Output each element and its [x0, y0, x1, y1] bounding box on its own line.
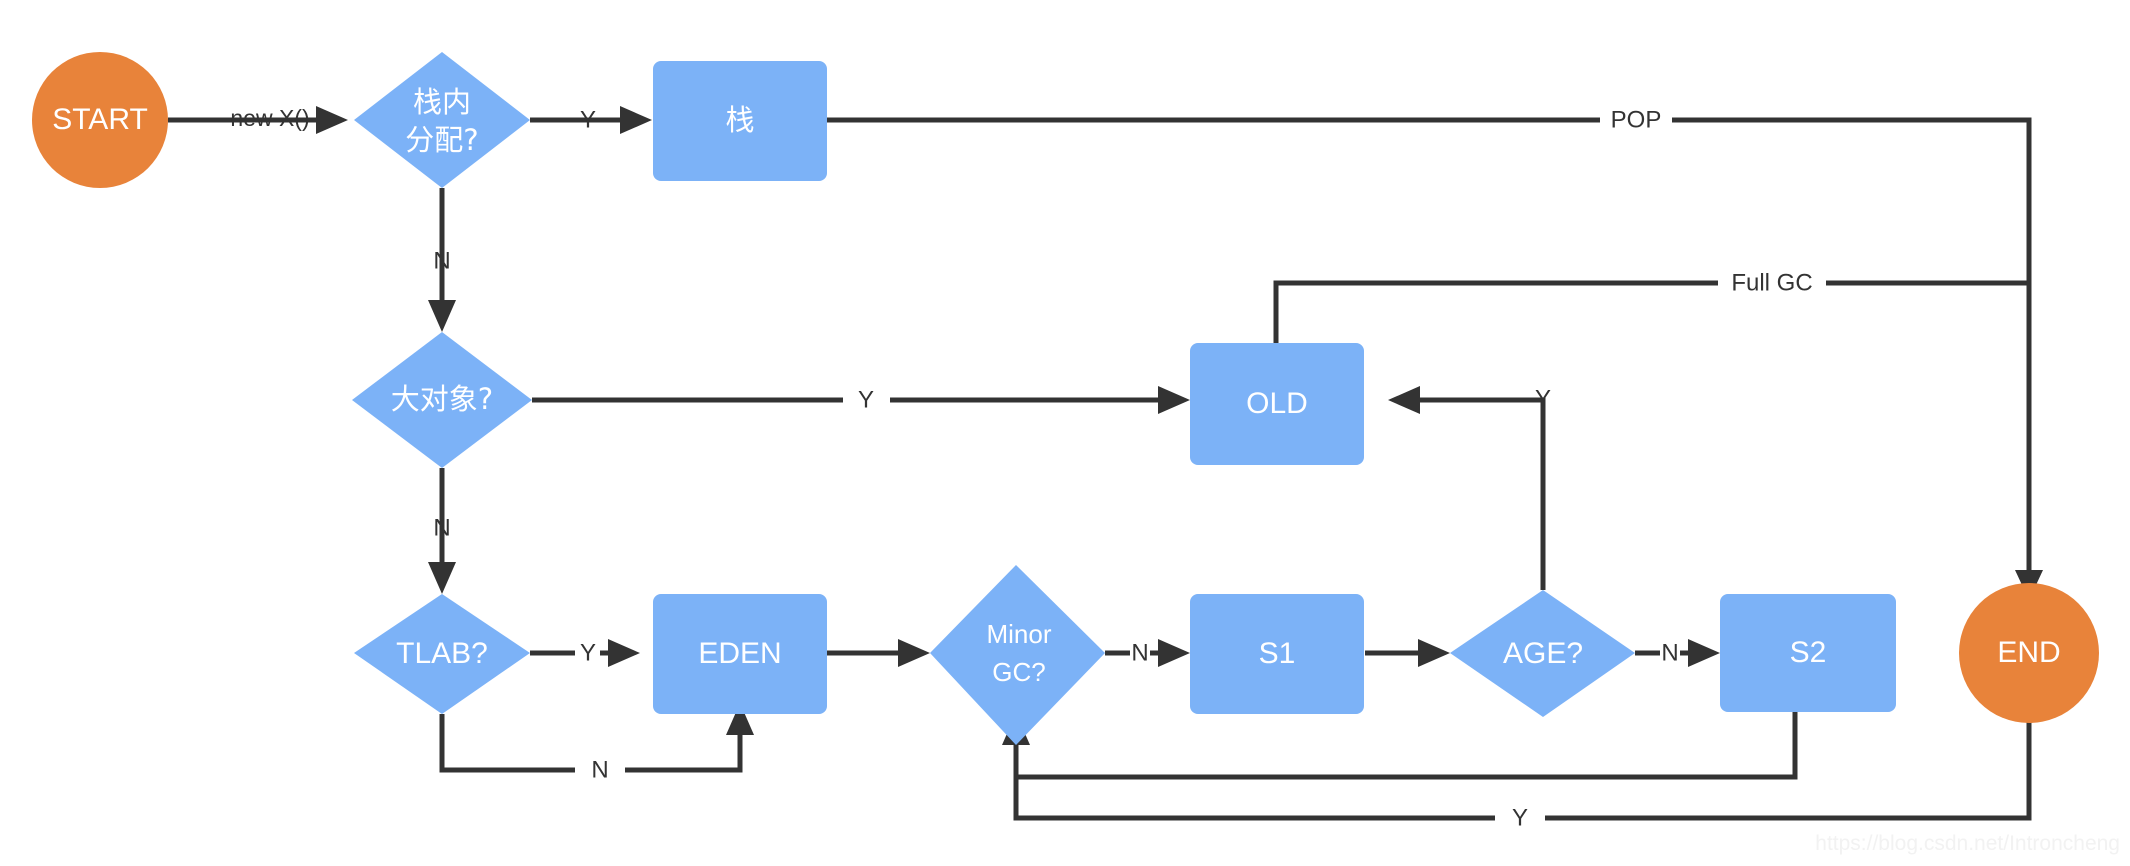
- node-age-label: AGE?: [1503, 637, 1583, 670]
- node-start-label: START: [52, 103, 148, 136]
- node-stack[interactable]: 栈: [653, 61, 827, 181]
- node-eden-label: EDEN: [698, 637, 781, 670]
- node-s1-label: S1: [1259, 637, 1296, 670]
- node-big-object-decision[interactable]: 大对象?: [352, 332, 532, 468]
- edge-start-to-stack-alloc: [168, 106, 348, 134]
- watermark-text: https://blog.csdn.net/Introncheng: [1815, 832, 2120, 855]
- node-tlab-label: TLAB?: [396, 637, 488, 670]
- node-start[interactable]: START: [32, 52, 168, 188]
- edge-big-object-yes: [532, 386, 1190, 414]
- edge-label-minor-gc-no: N: [1131, 639, 1148, 666]
- node-end[interactable]: END: [1959, 583, 2099, 723]
- edge-tlab-yes: [530, 639, 640, 667]
- edge-stack-to-end: [827, 117, 2043, 600]
- node-old-label: OLD: [1246, 387, 1308, 420]
- edge-label-minor-gc-yes: Y: [1512, 804, 1528, 831]
- node-stack-alloc-label-line1: 栈内: [413, 85, 471, 119]
- edge-age-no: [1635, 639, 1720, 667]
- node-minor-gc-decision[interactable]: Minor GC?: [930, 565, 1105, 745]
- edge-minor-gc-no: [1105, 639, 1190, 667]
- node-stack-label: 栈: [725, 103, 754, 137]
- node-s2[interactable]: S2: [1720, 594, 1896, 712]
- edge-label-big-object-no: N: [433, 514, 450, 541]
- node-stack-alloc-decision[interactable]: 栈内 分配?: [354, 52, 530, 188]
- node-end-label: END: [1997, 636, 2060, 669]
- edge-stack-alloc-yes: [530, 106, 652, 134]
- edge-label-new-x: new X(): [230, 105, 309, 131]
- edge-big-object-no: [428, 468, 456, 594]
- node-tlab-decision[interactable]: TLAB?: [354, 594, 530, 714]
- node-age-decision[interactable]: AGE?: [1450, 590, 1635, 717]
- edge-label-pop: POP: [1611, 106, 1662, 133]
- edge-label-stack-alloc-no: N: [433, 247, 450, 274]
- edge-label-tlab-yes: Y: [580, 639, 596, 666]
- node-s1[interactable]: S1: [1190, 594, 1364, 714]
- edge-label-age-no: N: [1661, 639, 1678, 666]
- edge-eden-to-minor-gc: [827, 639, 930, 667]
- node-minor-gc-label-line1: Minor: [986, 619, 1051, 649]
- node-minor-gc-label-line2: GC?: [992, 657, 1045, 687]
- edge-label-group: new X() Y N POP Y N Full GC Y N N Y N Y: [230, 105, 1812, 831]
- edge-stack-alloc-no: [428, 188, 456, 332]
- node-old[interactable]: OLD: [1190, 343, 1364, 465]
- node-big-object-label: 大对象?: [391, 382, 493, 416]
- edge-old-full-gc: [1273, 280, 2029, 343]
- edge-s2-to-minor-gc: [1002, 712, 1798, 780]
- edge-label-tlab-no: N: [591, 756, 608, 783]
- edge-label-age-yes: Y: [1535, 385, 1551, 412]
- edge-label-big-object-yes: Y: [858, 386, 874, 413]
- node-s2-label: S2: [1790, 636, 1827, 669]
- edge-tlab-no: [439, 703, 754, 773]
- edge-s1-to-age: [1365, 639, 1450, 667]
- edge-age-yes: [1388, 386, 1546, 590]
- edge-label-full-gc: Full GC: [1731, 269, 1812, 296]
- node-stack-alloc-label-line2: 分配?: [405, 123, 478, 157]
- node-eden[interactable]: EDEN: [653, 594, 827, 714]
- edge-label-stack-alloc-yes: Y: [580, 106, 596, 133]
